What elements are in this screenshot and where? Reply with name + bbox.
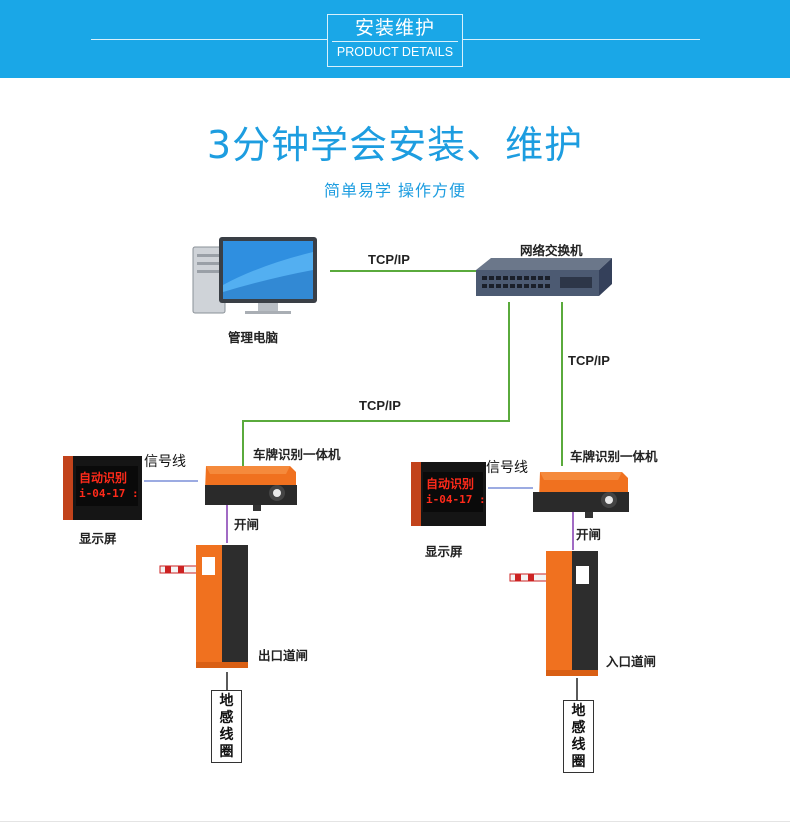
left-signal-label: 信号线 (144, 454, 186, 470)
left-display-line2: i-04-17 : (79, 487, 139, 500)
right-loop-box: 地 感 线 圈 (563, 700, 594, 773)
network-switch-icon (476, 258, 612, 296)
left-loop-char-4: 圈 (219, 744, 234, 760)
tcp-top-label: TCP/IP (368, 252, 410, 267)
right-display-line1: 自动识别 (426, 477, 475, 491)
right-display-label: 显示屏 (425, 544, 463, 559)
right-display-line2: i-04-17 : (426, 493, 486, 506)
banner-title-box: 安装维护 PRODUCT DETAILS (327, 14, 463, 67)
plate-camera-icon (533, 472, 629, 518)
switch-left-camera-line (242, 302, 510, 466)
header-banner: 安装维护 PRODUCT DETAILS (0, 0, 790, 78)
left-loop-char-1: 地 (219, 693, 234, 709)
right-loop-char-4: 圈 (571, 754, 586, 770)
barrier-gate-icon (159, 545, 248, 668)
left-loop-box: 地 感 线 圈 (211, 690, 242, 763)
led-display-icon (63, 456, 142, 520)
page-subline: 简单易学 操作方便 (323, 181, 467, 200)
switch-label: 网络交换机 (520, 243, 583, 258)
banner-rule-right (463, 39, 700, 40)
right-open-label: 开闸 (576, 527, 602, 542)
banner-rule-left (91, 39, 327, 40)
barrier-gate-icon (509, 551, 598, 676)
right-camera-label: 车牌识别一体机 (570, 449, 658, 464)
right-signal-label: 信号线 (486, 460, 528, 476)
banner-title-en: PRODUCT DETAILS (332, 41, 458, 62)
tcp-right-label: TCP/IP (568, 353, 610, 368)
left-loop-char-3: 线 (219, 727, 234, 743)
plate-camera-icon (205, 466, 297, 511)
led-display-icon (411, 462, 486, 526)
left-loop-char-2: 感 (219, 710, 234, 726)
monitor-icon (219, 237, 317, 314)
right-loop-char-3: 线 (571, 737, 586, 753)
tcp-mid-label: TCP/IP (359, 398, 401, 413)
left-camera-label: 车牌识别一体机 (253, 447, 341, 462)
right-loop-char-1: 地 (571, 703, 586, 719)
network-lines (242, 270, 563, 466)
page-headline: 3分钟学会安装、维护 (206, 123, 584, 167)
left-gate-label: 出口道闸 (258, 648, 309, 663)
computer-label: 管理电脑 (228, 330, 279, 345)
right-gate-label: 入口道闸 (606, 654, 657, 669)
left-display-line1: 自动识别 (79, 471, 128, 485)
banner-title-cn: 安装维护 (354, 17, 435, 39)
right-loop-char-2: 感 (571, 720, 586, 736)
left-open-label: 开闸 (234, 517, 260, 532)
left-display-label: 显示屏 (79, 531, 117, 546)
footer-divider (0, 821, 790, 822)
